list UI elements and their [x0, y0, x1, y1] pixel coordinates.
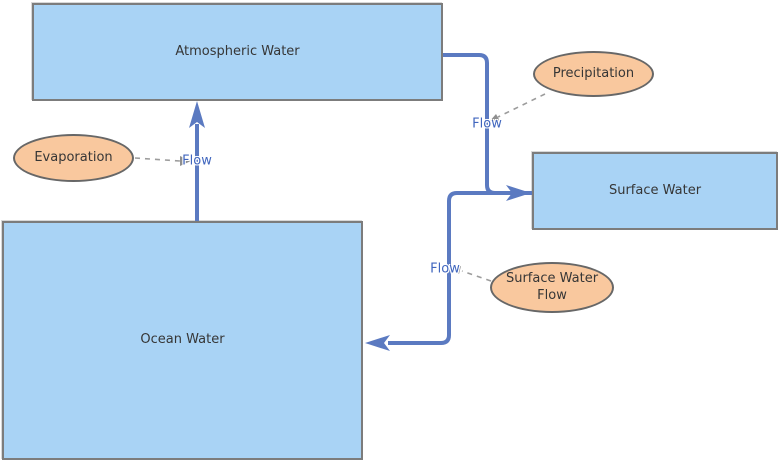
connector-surface-to-ocean	[388, 191, 532, 345]
dashed-arrowhead-surface-water-flow	[450, 266, 461, 274]
arrowhead-surface-to-ocean	[365, 335, 390, 351]
arrowhead-ocean-to-atmospheric	[189, 101, 205, 128]
dashed-connector-surface-water-flow	[461, 270, 492, 282]
annotation-precipitation: Precipitation	[533, 51, 654, 97]
node-label-surface-water: Surface Water	[608, 182, 702, 198]
node-ocean-water: Ocean Water	[2, 221, 363, 460]
annotation-label-evaporation: Evaporation	[34, 149, 113, 165]
flow-label-atmospheric-to-surface: Flow	[472, 116, 502, 132]
flow-label-surface-to-ocean: Flow	[430, 261, 460, 277]
annotation-surface-water-flow: Surface Water Flow	[490, 262, 614, 313]
dashed-arrowhead-precipitation	[489, 114, 500, 122]
annotation-label-precipitation: Precipitation	[552, 65, 635, 81]
node-label-ocean-water: Ocean Water	[140, 332, 225, 348]
node-surface-water: Surface Water	[532, 152, 778, 230]
flow-label-ocean-to-atmospheric: Flow	[182, 153, 212, 169]
dashed-arrowhead-evaporation	[180, 156, 191, 166]
node-label-atmospheric-water: Atmospheric Water	[175, 43, 300, 59]
annotation-label-surface-water-flow: Surface Water Flow	[505, 271, 599, 303]
dashed-connector-evaporation	[134, 157, 181, 162]
annotation-evaporation: Evaporation	[13, 134, 134, 182]
node-atmospheric-water: Atmospheric Water	[32, 3, 443, 101]
dashed-connector-precipitation	[497, 93, 546, 118]
